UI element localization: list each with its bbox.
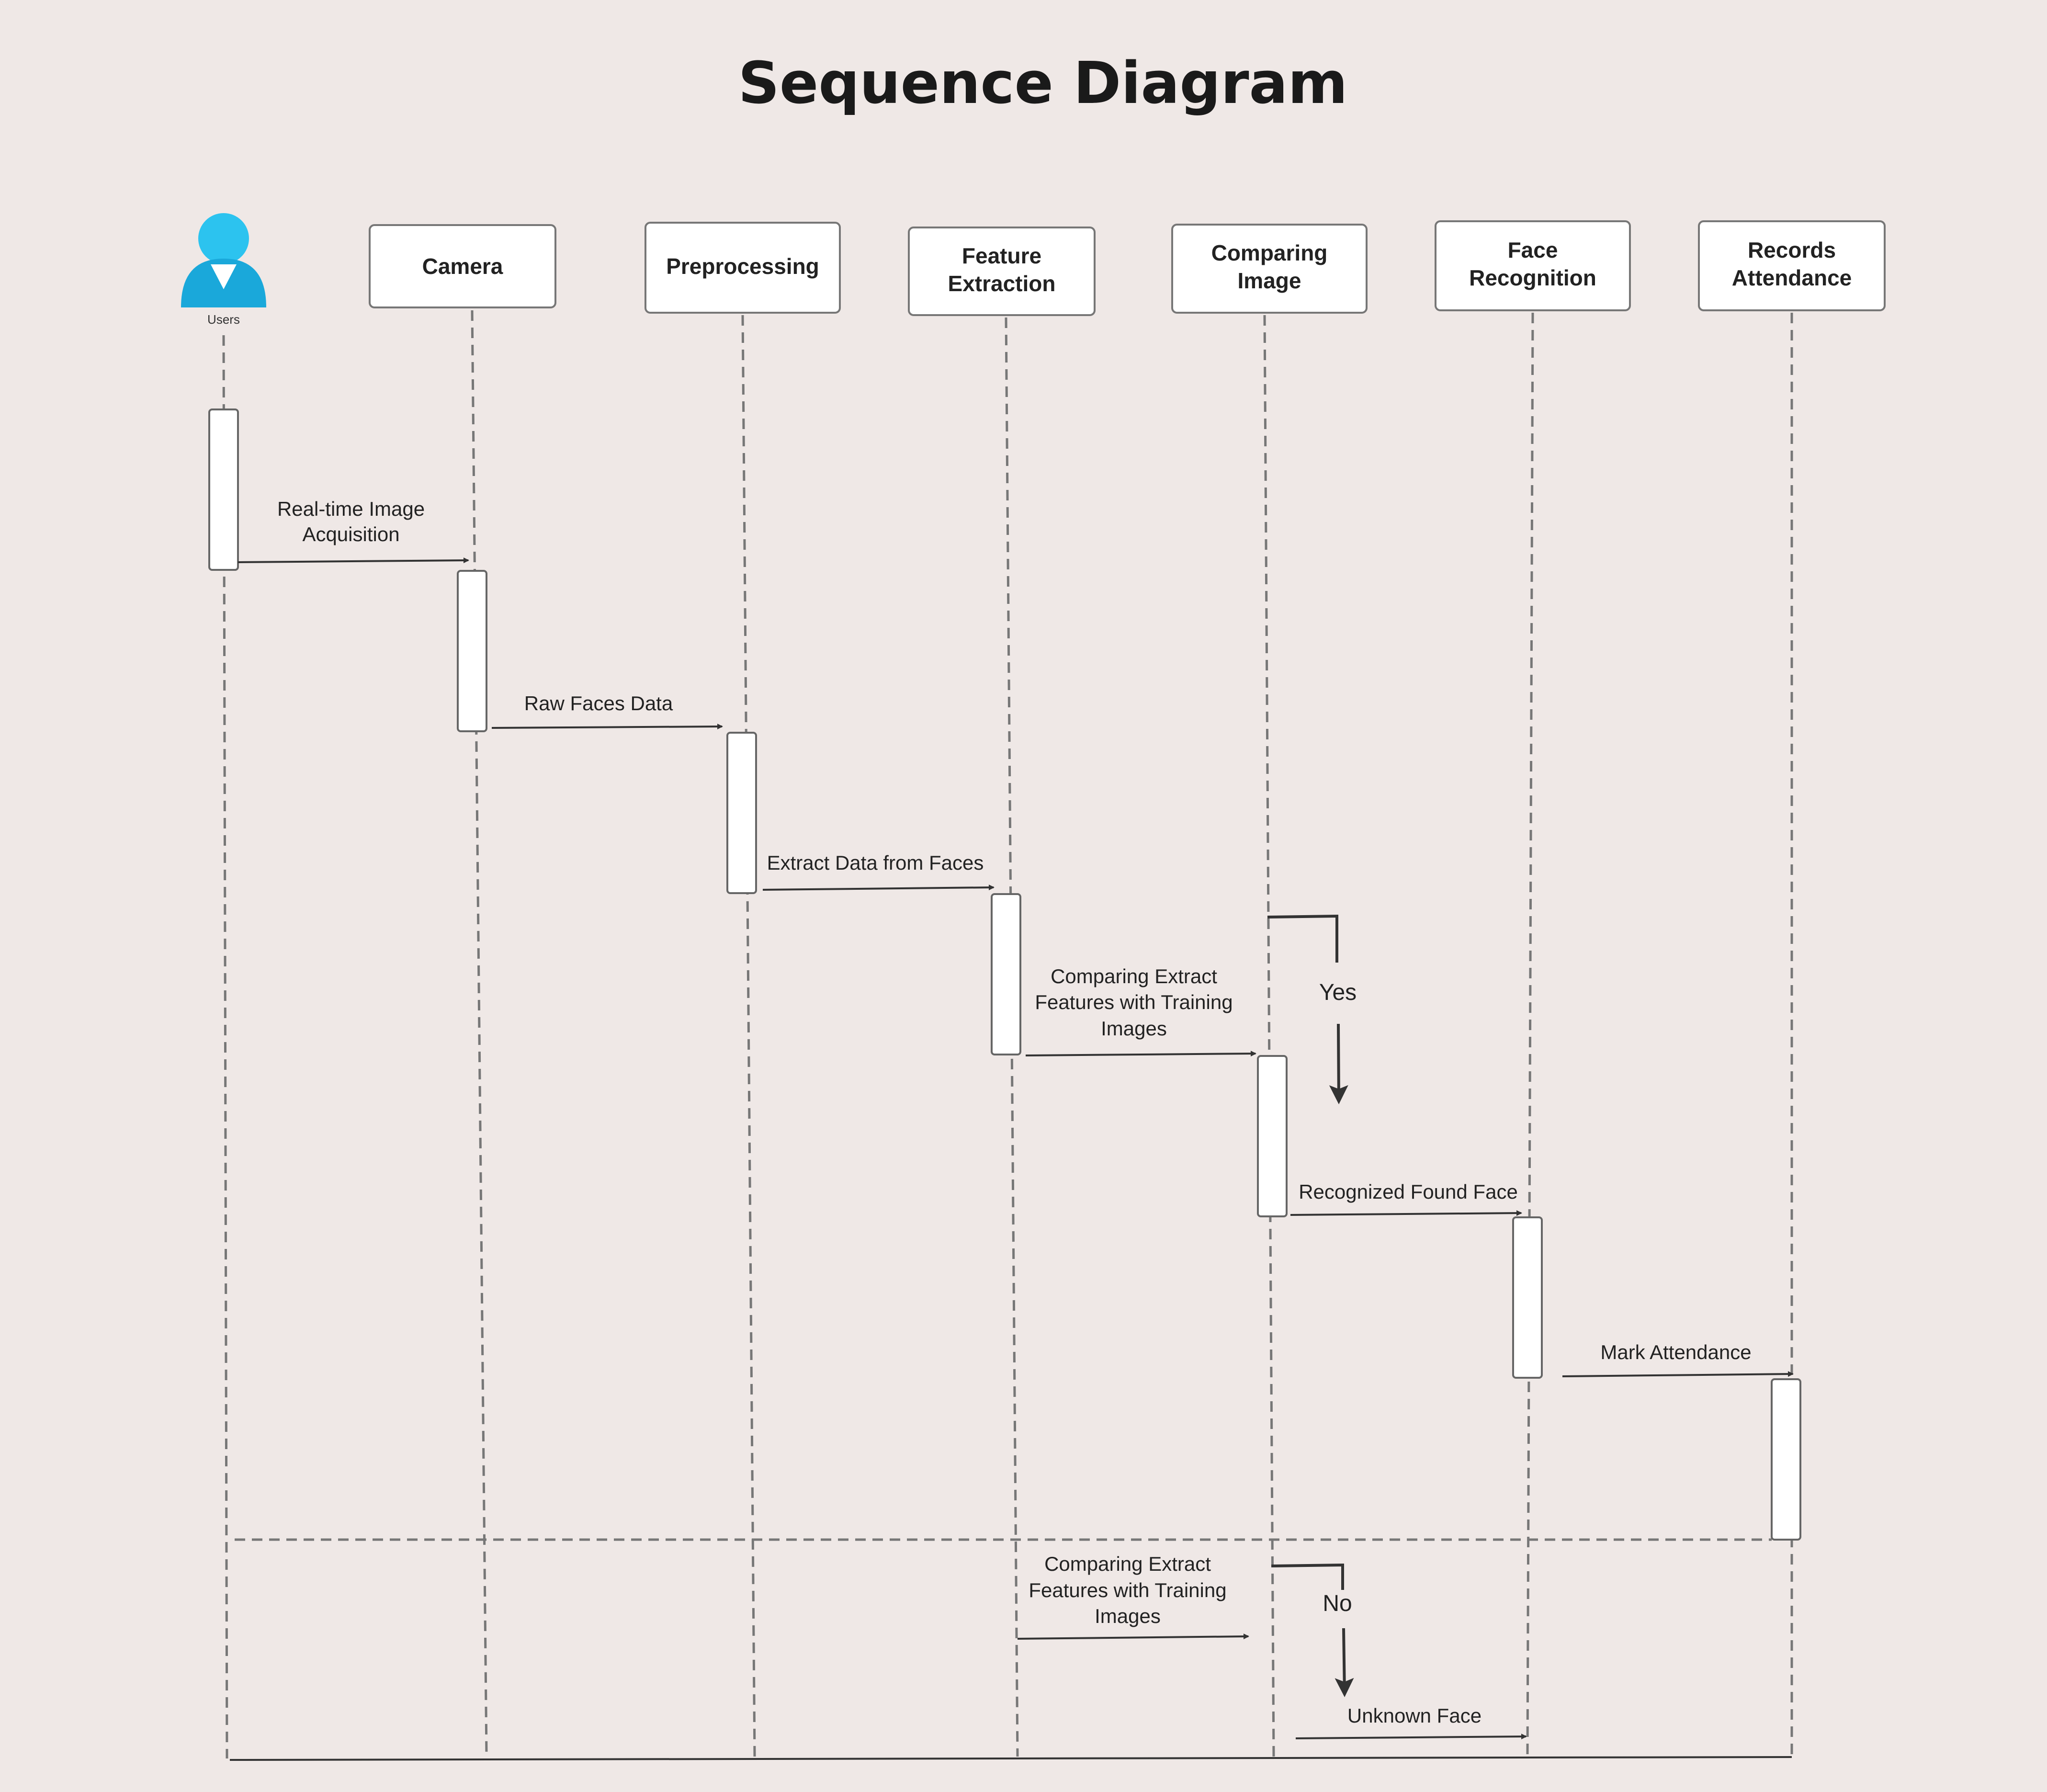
participant-face-recognition: Face Recognition bbox=[1435, 220, 1631, 311]
activation-bar bbox=[208, 408, 239, 571]
message-label: Acquisition bbox=[302, 523, 399, 545]
participant-label: Records bbox=[1748, 238, 1836, 262]
lifeline-camera bbox=[471, 310, 488, 1756]
user-icon bbox=[181, 213, 266, 307]
branch-yes-connector bbox=[1267, 914, 1338, 963]
activation-bar bbox=[1512, 1216, 1543, 1379]
participant-label: Extraction bbox=[948, 271, 1056, 296]
message-label: Images bbox=[1095, 1605, 1161, 1627]
message-label: Raw Faces Data bbox=[524, 692, 673, 715]
message-label: Features with Training bbox=[1035, 991, 1233, 1013]
message-arrow bbox=[1025, 1051, 1256, 1057]
participant-feature-extraction: Feature Extraction bbox=[908, 227, 1096, 316]
participant-label: Preprocessing bbox=[666, 254, 819, 279]
frame-bottom-line bbox=[229, 1756, 1792, 1761]
participant-preprocessing: Preprocessing bbox=[645, 222, 841, 314]
message-label: Extract Data from Faces bbox=[767, 851, 984, 874]
page-title: Sequence Diagram bbox=[738, 50, 1347, 117]
message-label: Recognized Found Face bbox=[1299, 1180, 1518, 1203]
message-label: Comparing Extract bbox=[1044, 1553, 1211, 1575]
branch-yes-arrow bbox=[1329, 1023, 1348, 1104]
activation-bar bbox=[726, 732, 757, 894]
participant-label: Recognition bbox=[1469, 265, 1596, 290]
lifeline-feature-extraction bbox=[1005, 317, 1019, 1757]
message-arrow bbox=[1562, 1371, 1794, 1377]
branch-no-connector bbox=[1271, 1563, 1344, 1590]
branch-no-arrow bbox=[1335, 1628, 1354, 1697]
message-arrow bbox=[1017, 1633, 1249, 1640]
message-label: Mark Attendance bbox=[1600, 1341, 1751, 1363]
participant-label: Attendance bbox=[1732, 265, 1852, 290]
message-arrow bbox=[491, 724, 723, 730]
branch-no-label: No bbox=[1323, 1591, 1352, 1616]
message-label: Comparing Extract bbox=[1051, 965, 1217, 987]
message-arrow bbox=[1295, 1734, 1527, 1740]
actor-label: Users bbox=[207, 312, 240, 327]
lifeline-users bbox=[222, 335, 228, 1759]
participant-label: Feature bbox=[962, 243, 1041, 268]
participant-comparing-image: Comparing Image bbox=[1171, 224, 1368, 314]
activation-bar bbox=[1257, 1055, 1288, 1217]
participant-label: Face bbox=[1508, 238, 1558, 262]
message-label: Real-time Image bbox=[277, 498, 425, 520]
participant-camera: Camera bbox=[369, 224, 556, 308]
message-label: Images bbox=[1101, 1017, 1167, 1040]
participant-records-attendance: Records Attendance bbox=[1698, 220, 1886, 311]
activation-bar bbox=[1771, 1378, 1801, 1541]
message-arrow bbox=[237, 557, 469, 564]
message-arrow bbox=[1290, 1210, 1522, 1216]
participant-label: Image bbox=[1238, 268, 1301, 293]
activation-bar bbox=[457, 570, 487, 732]
message-arrow bbox=[762, 885, 995, 891]
participant-label: Camera bbox=[422, 254, 503, 279]
message-label: Features with Training bbox=[1029, 1579, 1226, 1601]
activation-bar bbox=[991, 893, 1021, 1055]
participant-label: Comparing bbox=[1211, 240, 1328, 265]
message-label: Unknown Face bbox=[1347, 1704, 1482, 1727]
branch-yes-label: Yes bbox=[1319, 980, 1357, 1005]
